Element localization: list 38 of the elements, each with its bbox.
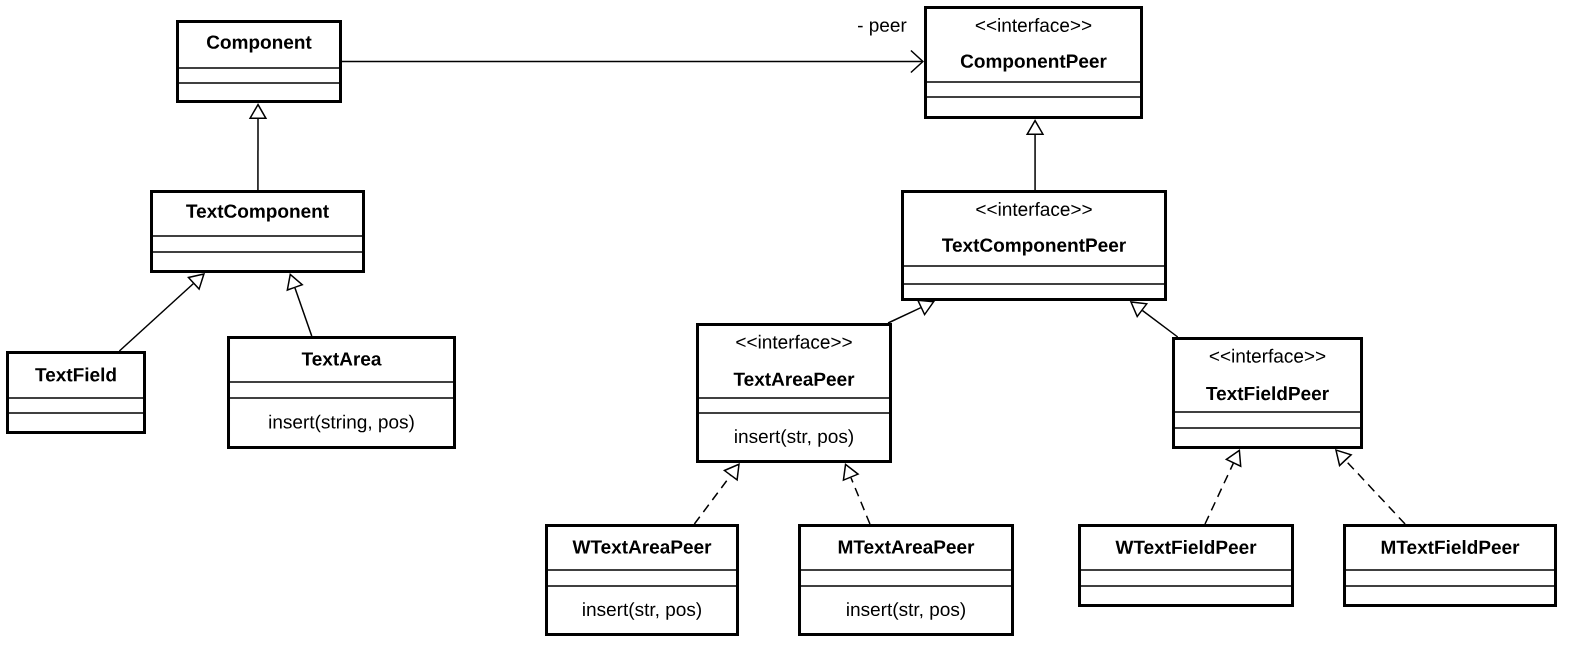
class-box [544, 524, 740, 636]
class-name: Component [207, 35, 312, 53]
method-label: insert(str, pos) [735, 429, 853, 447]
stereotype-label: <<interface>> [736, 334, 852, 349]
class-name: WTextAreaPeer [572, 540, 712, 554]
class-box [695, 323, 893, 463]
class-name: TextArea [301, 352, 382, 366]
class-box [149, 190, 366, 273]
realization-arrow [693, 463, 740, 525]
method-label: insert(str, pos) [847, 602, 965, 620]
class-name: MTextFieldPeer [1381, 540, 1520, 554]
class-box [226, 336, 457, 449]
stereotype-label: <<interface>> [1209, 348, 1326, 363]
class-name: ComponentPeer [960, 54, 1107, 72]
class-name: TextComponent [186, 204, 329, 222]
class-name: TextFieldPeer [1206, 386, 1329, 401]
method-label: insert(string, pos) [269, 414, 414, 433]
class-box [797, 524, 1015, 636]
class-box [923, 6, 1144, 119]
class-box [5, 351, 147, 434]
association-arrow [341, 49, 924, 74]
edge-label: - peer [856, 20, 908, 37]
class-name: TextComponentPeer [942, 238, 1126, 256]
stereotype-label: <<interface>> [975, 18, 1092, 32]
class-name: TextAreaPeer [733, 372, 855, 386]
stereotype-label: <<interface>> [976, 202, 1092, 216]
class-box [175, 20, 343, 103]
class-name: WTextFieldPeer [1115, 540, 1257, 554]
class-box [1171, 337, 1364, 449]
realization-arrow [1204, 449, 1242, 525]
class-box [900, 190, 1168, 301]
class-name: MTextAreaPeer [838, 540, 975, 554]
method-label: insert(str, pos) [583, 602, 701, 620]
class-box [1077, 524, 1295, 607]
class-box [1342, 524, 1558, 607]
realization-arrow [842, 463, 871, 525]
class-name: TextField [35, 367, 116, 382]
inheritance-arrow [286, 273, 313, 337]
